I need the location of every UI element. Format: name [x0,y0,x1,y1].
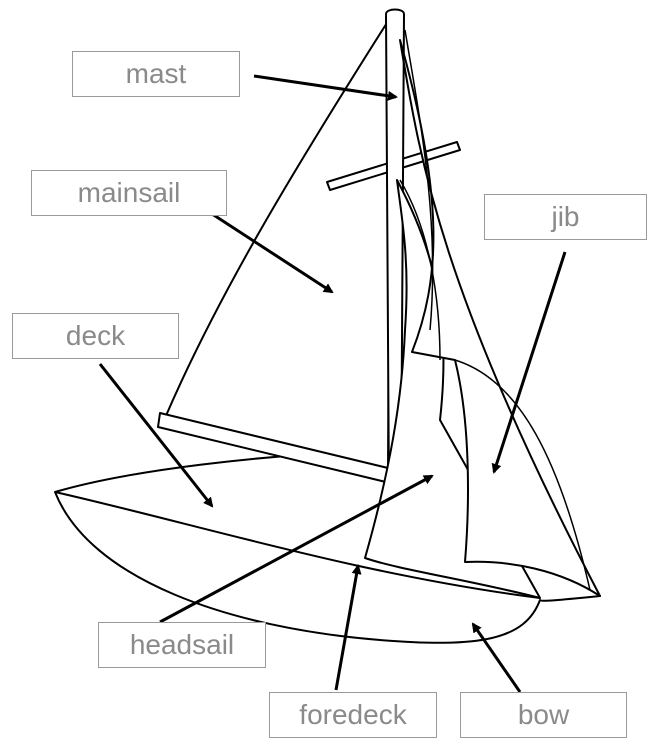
label-mast-text: mast [126,58,187,90]
label-jib: jib [484,194,647,240]
label-deck: deck [12,313,179,359]
label-mainsail: mainsail [31,170,227,216]
label-foredeck-text: foredeck [299,699,406,731]
label-foredeck: foredeck [269,692,437,738]
label-mainsail-text: mainsail [78,177,181,209]
label-headsail-text: headsail [130,629,234,661]
label-bow-text: bow [518,699,569,731]
label-bow: bow [460,692,627,738]
label-mast: mast [72,51,240,97]
label-deck-text: deck [66,320,125,352]
label-headsail: headsail [98,622,266,668]
arrow-jib [494,252,565,472]
label-jib-text: jib [551,201,579,233]
